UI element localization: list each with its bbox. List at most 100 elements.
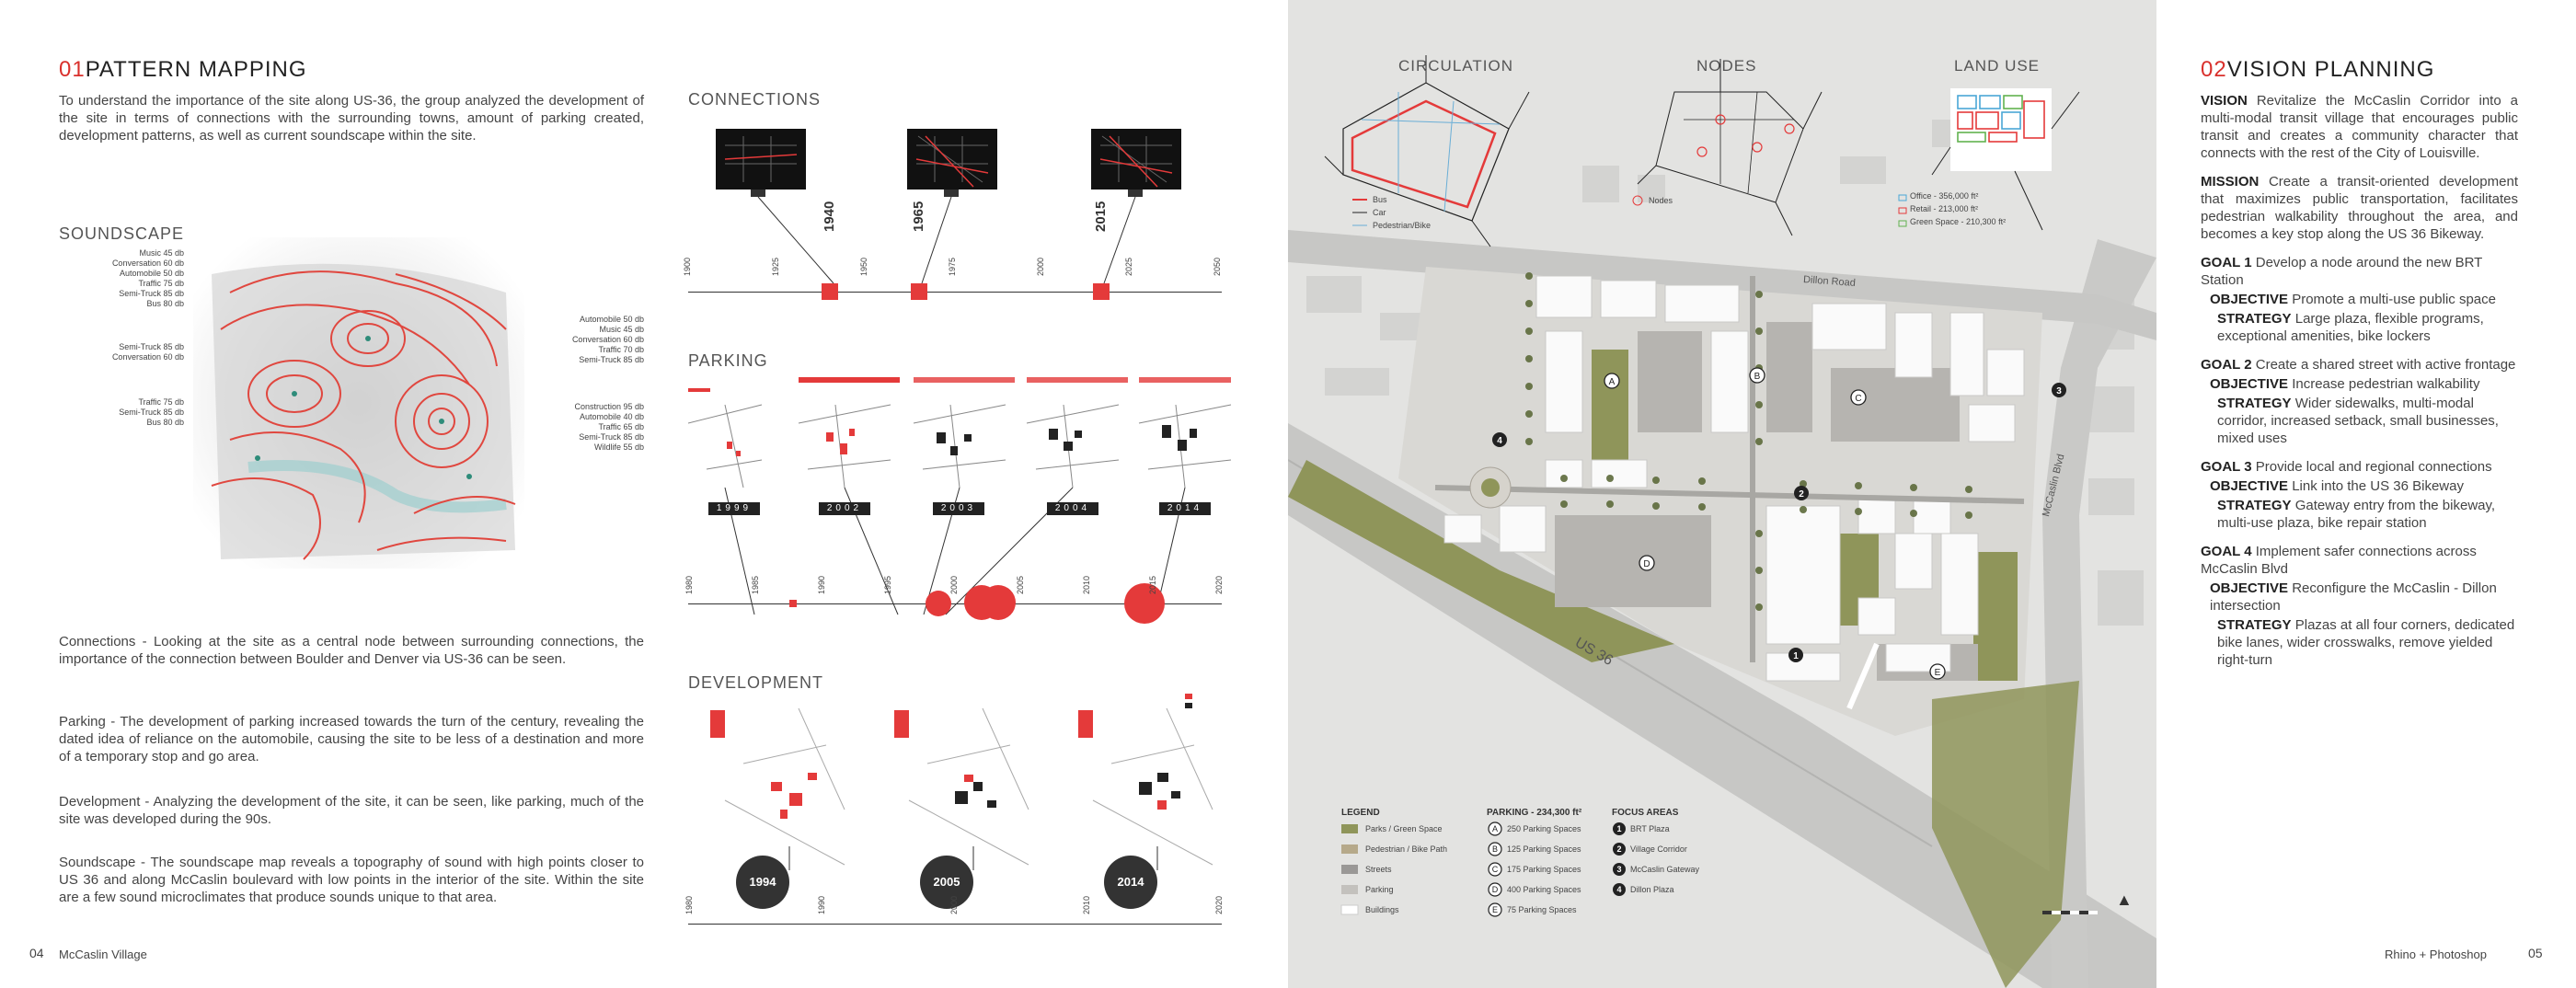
tl2-tick: 2005 [1016, 575, 1025, 594]
focus-legend-item: McCaslin Gateway [1630, 865, 1700, 874]
goal-label: GOAL 2 [2201, 357, 2252, 373]
legend-item: Streets [1365, 865, 1392, 874]
sound-labels-left-3: Traffic 75 db Semi-Truck 85 db Bus 80 db [119, 397, 184, 427]
para-parking: Parking - The development of parking inc… [59, 714, 644, 764]
mission-paragraph: MISSION Create a transit-oriented develo… [2201, 173, 2518, 243]
svg-text:1: 1 [1793, 651, 1799, 661]
legend-item: Parks / Green Space [1365, 824, 1443, 833]
strategy-line: STRATEGY Wider sidewalks, multi-modal co… [2201, 395, 2518, 447]
tl2-tick: 2020 [1214, 575, 1224, 594]
parking-legend-item: 400 Parking Spaces [1507, 885, 1581, 894]
strategy-line: STRATEGY Large plaza, flexible programs,… [2201, 310, 2518, 345]
dev-year-2005: 2005 [920, 856, 973, 909]
land-use-office: Office - 356,000 ft² [1910, 191, 1979, 201]
parking-year: 2014 [1159, 502, 1211, 515]
objective-line: OBJECTIVE Link into the US 36 Bikeway [2201, 477, 2518, 495]
parking-legend-item: 250 Parking Spaces [1507, 824, 1581, 833]
parking-legend-item: 125 Parking Spaces [1507, 844, 1581, 854]
development-heading: DEVELOPMENT [688, 673, 824, 692]
parking-heading: PARKING [688, 351, 768, 370]
para-soundscape: Soundscape - The soundscape map reveals … [59, 855, 644, 905]
parking-legend-item: 75 Parking Spaces [1507, 905, 1577, 914]
svg-text:E: E [1492, 905, 1498, 914]
tl1-tick: 1925 [771, 257, 780, 276]
tl3-tick: 1990 [817, 895, 826, 914]
svg-text:2: 2 [1799, 489, 1804, 500]
dev-year-1994: 1994 [736, 856, 789, 909]
sound-labels-right-2: Construction 95 db Automobile 40 db Traf… [574, 402, 644, 452]
objective-text: Increase pedestrian walkability [2292, 376, 2480, 392]
parking-diagrams [687, 368, 1240, 626]
page-number-left: 04 [29, 946, 44, 960]
section-title-text: PATTERN MAPPING [85, 57, 307, 82]
development-diagrams [688, 690, 1240, 902]
tl3-tick: 1980 [684, 895, 694, 914]
focus-legend-item: BRT Plaza [1630, 824, 1670, 833]
objective-label: OBJECTIVE [2210, 478, 2289, 494]
legend-item: Buildings [1365, 905, 1399, 914]
goal-text: Create a shared street with active front… [2255, 357, 2516, 373]
section-title-vision-planning: 02VISION PLANNING [2201, 57, 2434, 83]
strategy-text: Large plaza, flexible programs, exceptio… [2217, 311, 2484, 344]
timeline-marker [822, 283, 838, 300]
svg-text:1: 1 [1616, 824, 1621, 833]
vision-planning-text: VISION Revitalize the McCaslin Corridor … [2201, 92, 2518, 680]
objective-label: OBJECTIVE [2210, 376, 2289, 392]
circ-legend-car: Car [1373, 208, 1386, 217]
goal-label: GOAL 4 [2201, 544, 2252, 559]
objective-line: OBJECTIVE Promote a multi-use public spa… [2201, 291, 2518, 308]
legend-item: Parking [1365, 885, 1394, 894]
svg-text:B: B [1754, 372, 1761, 382]
conn-year-1: 1940 [822, 201, 837, 232]
circ-legend-bus: Bus [1373, 195, 1387, 204]
conn-year-3: 2015 [1093, 201, 1109, 232]
tl2-tick: 1985 [751, 575, 760, 594]
svg-text:E: E [1935, 668, 1941, 678]
timeline-marker [926, 591, 951, 616]
sound-labels-right-1: Automobile 50 db Music 45 db Conversatio… [571, 315, 644, 364]
footer-label-left: McCaslin Village [59, 948, 147, 961]
dev-year-2014: 2014 [1104, 856, 1157, 909]
goal-block: GOAL 4 Implement safer connections acros… [2201, 543, 2518, 669]
goal-line: GOAL 2 Create a shared street with activ… [2201, 356, 2518, 373]
goal-label: GOAL 3 [2201, 459, 2252, 475]
tl2-tick: 1980 [684, 575, 694, 594]
svg-text:D: D [1643, 559, 1650, 569]
svg-text:B: B [1492, 844, 1498, 854]
tl3-tick: 2020 [1214, 895, 1224, 914]
sound-labels-left-2: Semi-Truck 85 db Conversation 60 db [111, 342, 184, 362]
section-number: 01 [59, 57, 86, 82]
parking-legend-item: 175 Parking Spaces [1507, 865, 1581, 874]
goal-block: GOAL 3 Provide local and regional connec… [2201, 458, 2518, 532]
timeline-marker [911, 283, 927, 300]
section-title-pattern-mapping: 01PATTERN MAPPING [59, 57, 307, 83]
svg-text:4: 4 [1497, 436, 1502, 446]
vision-text: Revitalize the McCaslin Corridor into a … [2201, 93, 2518, 161]
tl2-tick: 1995 [883, 575, 892, 594]
goal-text: Provide local and regional connections [2255, 459, 2492, 475]
parking-year: 2002 [819, 502, 870, 515]
timeline-marker [789, 600, 797, 607]
mission-text: Create a transit-oriented development th… [2201, 174, 2518, 242]
connections-heading: CONNECTIONS [688, 90, 822, 109]
tl1-tick: 1950 [859, 257, 868, 276]
goal-line: GOAL 4 Implement safer connections acros… [2201, 543, 2518, 578]
objective-label: OBJECTIVE [2210, 292, 2289, 307]
sound-labels-left-1: Music 45 db Conversation 60 db Automobil… [111, 248, 184, 308]
goal-block: GOAL 1 Develop a node around the new BRT… [2201, 254, 2518, 345]
goal-line: GOAL 1 Develop a node around the new BRT… [2201, 254, 2518, 289]
strategy-text: Wider sidewalks, multi-modal corridor, i… [2217, 396, 2499, 446]
scale-bar [2042, 911, 2098, 914]
tl1-tick: 1975 [948, 257, 957, 276]
svg-text:2: 2 [1616, 844, 1621, 854]
focus-legend-item: Dillon Plaza [1630, 885, 1674, 894]
tl1-tick: 2000 [1036, 257, 1045, 276]
para-development: Development - Analyzing the development … [59, 794, 644, 827]
footer-label-right: Rhino + Photoshop [2385, 948, 2487, 961]
north-arrow-icon: ▲ [2116, 890, 2133, 909]
section-title-text: VISION PLANNING [2226, 57, 2435, 82]
conn-year-2: 1965 [911, 201, 926, 232]
parking-year: 1999 [708, 502, 760, 515]
focus-legend-item: Village Corridor [1630, 844, 1687, 854]
